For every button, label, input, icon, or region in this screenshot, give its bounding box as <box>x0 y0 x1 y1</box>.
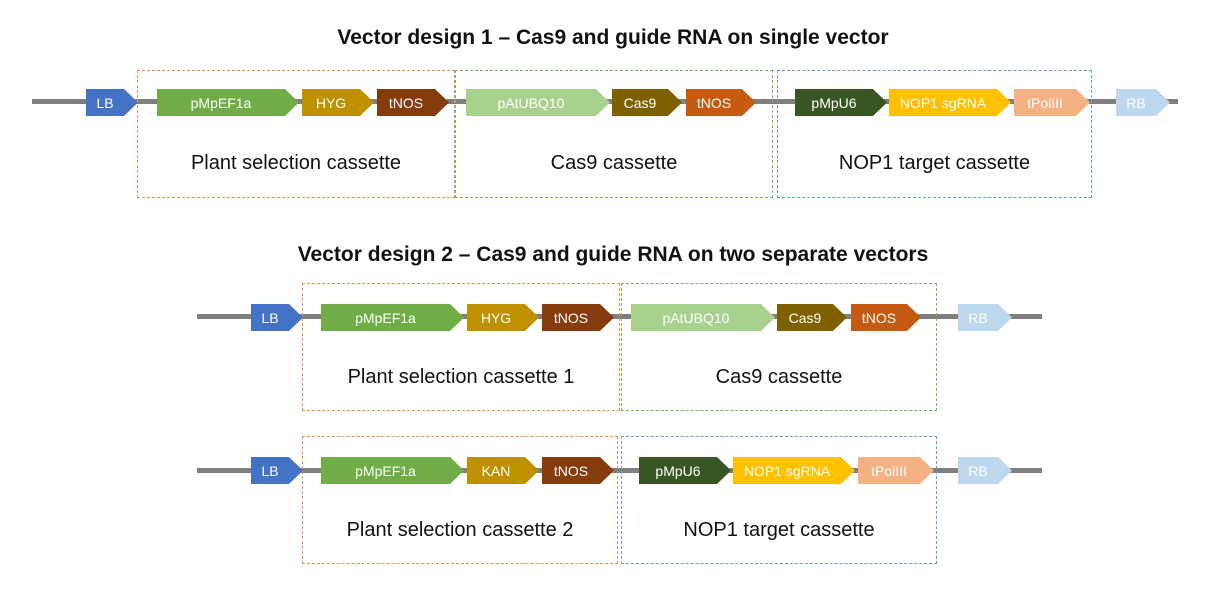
design2-vector-a-part-tnos-2: tNOS <box>851 304 921 331</box>
design1-target-cassette-label: NOP1 target cassette <box>838 152 1031 174</box>
design2-vector-b-target-cassette-label: NOP1 target cassette <box>683 519 875 541</box>
design2-vector-a-part-lb: LB <box>251 304 303 331</box>
design2-vector-b-part-lb: LB <box>251 457 303 484</box>
design1-part-tnos-2: tNOS <box>686 89 756 116</box>
design1-target-cassette-box <box>777 70 1092 198</box>
design2-vector-b-backbone <box>197 468 1042 473</box>
design1-part-patubq10: pAtUBQ10 <box>466 89 610 116</box>
design2-vector-b-part-nop1-sgrna: NOP1 sgRNA <box>733 457 855 484</box>
design2-vector-b-part-rb: RB <box>958 457 1012 484</box>
design2-vector-b-part-tpoliii: tPolIII <box>858 457 934 484</box>
design1-plant-cassette-label: Plant selection cassette <box>190 152 402 174</box>
design2-vector-a-part-rb: RB <box>958 304 1012 331</box>
design2-vector-b-plant-cassette-label: Plant selection cassette 2 <box>346 519 574 541</box>
design2-vector-b-part-pmpu6: pMpU6 <box>639 457 731 484</box>
design1-part-lb: LB <box>86 89 138 116</box>
design1-part-hyg: HYG <box>302 89 374 116</box>
design2-vector-b-part-kan: KAN <box>467 457 539 484</box>
design2-vector-a-cas9-cassette-label: Cas9 cassette <box>715 366 843 388</box>
design1-part-tpoliii: tPolIII <box>1014 89 1090 116</box>
design1-part-pmpef1a: pMpEF1a <box>157 89 299 116</box>
design1-part-nop1-sgrna: NOP1 sgRNA <box>889 89 1011 116</box>
design1-title: Vector design 1 – Cas9 and guide RNA on … <box>337 26 889 49</box>
design2-vector-a-part-hyg: HYG <box>467 304 539 331</box>
design1-part-pmpu6: pMpU6 <box>795 89 887 116</box>
design1-cas9-cassette-label: Cas9 cassette <box>550 152 678 174</box>
design2-vector-a-plant-cassette-label: Plant selection cassette 1 <box>347 366 575 388</box>
design2-vector-a-part-pmpef1a: pMpEF1a <box>321 304 464 331</box>
design2-vector-b-part-tnos: tNOS <box>542 457 614 484</box>
design2-vector-b-target-cassette-box <box>621 436 937 564</box>
design2-vector-a-part-cas9: Cas9 <box>777 304 847 331</box>
design1-cas9-cassette-box <box>455 70 773 198</box>
design2-vector-b-plant-cassette-box <box>302 436 618 564</box>
design2-vector-a-cas9-cassette-box <box>621 283 937 411</box>
design2-vector-a-part-patubq10: pAtUBQ10 <box>631 304 775 331</box>
design1-part-tnos-1: tNOS <box>377 89 449 116</box>
design2-vector-a-part-tnos-1: tNOS <box>542 304 614 331</box>
design2-vector-b-part-pmpef1a: pMpEF1a <box>321 457 464 484</box>
design1-part-rb: RB <box>1116 89 1170 116</box>
design1-plant-cassette-box <box>137 70 455 198</box>
design2-title: Vector design 2 – Cas9 and guide RNA on … <box>297 243 929 266</box>
design1-part-cas9: Cas9 <box>612 89 682 116</box>
design2-vector-a-plant-cassette-box <box>302 283 620 411</box>
